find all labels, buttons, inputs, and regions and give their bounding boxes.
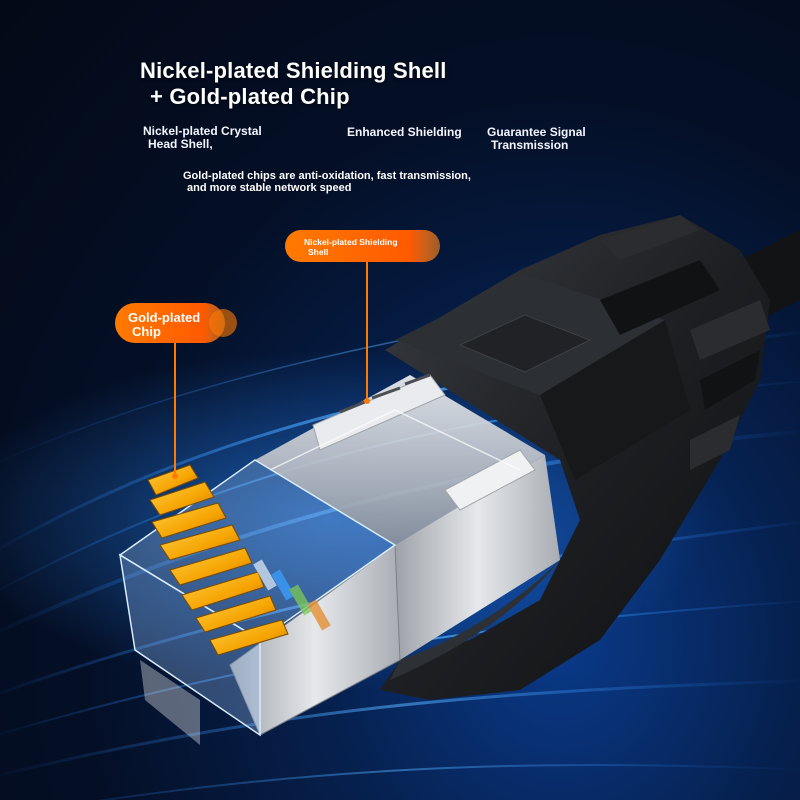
- feature-crystal-line-2: Head Shell,: [148, 137, 213, 151]
- callout-chip-line-1: Gold-plated: [128, 310, 201, 325]
- description-line-2: and more stable network speed: [187, 182, 352, 194]
- callout-shell-line-1: Nickel-plated Shielding: [304, 237, 398, 247]
- feature-signal-line-2: Transmission: [491, 138, 569, 152]
- inner-wires: [253, 559, 331, 631]
- headline: Nickel-plated Shielding Shell + Gold-pla…: [140, 58, 447, 110]
- callout-chip-line-2: Chip: [132, 324, 161, 339]
- callout-shielding-shell: Nickel-plated Shielding Shell: [304, 237, 398, 257]
- feature-signal: Guarantee Signal Transmission: [487, 126, 586, 152]
- callout-gold-chip: Gold-plated Chip: [128, 311, 200, 339]
- callout-pills: [115, 230, 440, 343]
- feature-crystal-shell: Nickel-plated Crystal Head Shell,: [143, 125, 262, 151]
- headline-line-1: Nickel-plated Shielding Shell: [140, 58, 447, 83]
- gold-plated-pins: [147, 464, 289, 656]
- callout-shell-line-2: Shell: [308, 247, 329, 257]
- callout-lines: [172, 255, 370, 479]
- description-line-1: Gold-plated chips are anti-oxidation, fa…: [183, 170, 471, 182]
- feature-signal-line-1: Guarantee Signal: [487, 125, 586, 139]
- description: Gold-plated chips are anti-oxidation, fa…: [183, 170, 471, 194]
- shielding-shell: [229, 373, 560, 736]
- feature-shielding: Enhanced Shielding: [347, 125, 462, 139]
- headline-line-2: + Gold-plated Chip: [150, 84, 350, 109]
- feature-crystal-line-1: Nickel-plated Crystal: [143, 124, 262, 138]
- connector-boot: [380, 215, 770, 700]
